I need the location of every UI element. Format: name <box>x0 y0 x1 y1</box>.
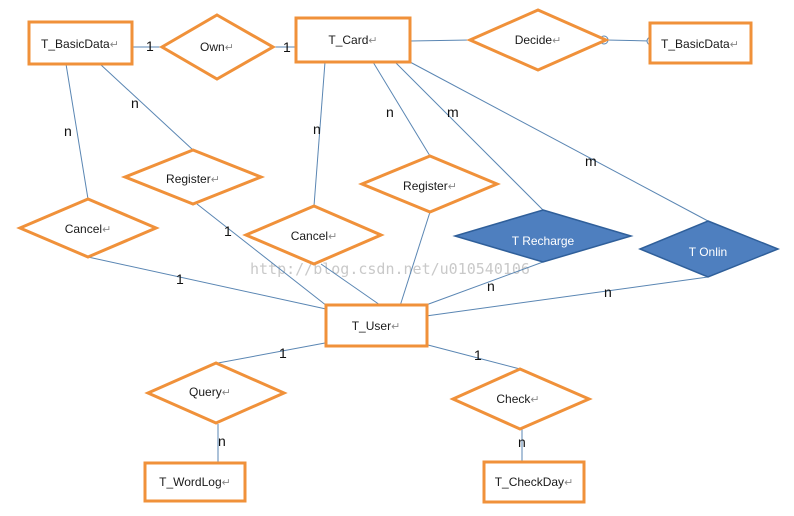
entity-user[interactable]: T_User↵ <box>324 303 429 348</box>
edge-user-query <box>217 342 326 364</box>
cardinality-card-recharge: m <box>447 104 459 120</box>
entity-label: T_Card <box>328 33 368 47</box>
relation-label: Own <box>200 40 225 54</box>
relation-query[interactable]: Query↵ <box>144 361 288 425</box>
entity-basicdata-left[interactable]: T_BasicData↵ <box>27 20 134 66</box>
relation-label: Cancel <box>291 229 328 243</box>
cardinality-check-checkday: n <box>518 434 526 450</box>
entity-label: T_BasicData <box>661 37 730 51</box>
paragraph-mark: ↵ <box>110 39 119 51</box>
cardinality-user-check: 1 <box>474 347 482 363</box>
entity-label: T_BasicData <box>41 37 110 51</box>
svg-text:T_User↵: T_User↵ <box>352 319 401 333</box>
watermark: http://blog.csdn.net/u010540106 <box>250 260 530 278</box>
entity-label: T_CheckDay <box>495 475 564 489</box>
cardinality-basic-cancel: n <box>64 123 72 139</box>
paragraph-mark: ↵ <box>564 477 573 489</box>
paragraph-mark: ↵ <box>222 387 231 399</box>
cardinality-card-cancel: n <box>313 121 321 137</box>
edge-card-cancel <box>313 61 326 207</box>
paragraph-mark: ↵ <box>368 35 377 47</box>
entity-label: T_WordLog <box>159 475 221 489</box>
relation-cancel-1[interactable]: Cancel↵ <box>16 197 160 259</box>
edge-cancel2-user <box>320 263 381 306</box>
relation-label: Cancel <box>65 222 102 236</box>
cardinality-cancel-user: 1 <box>176 271 184 287</box>
edge-card-decide <box>409 39 471 42</box>
edge-card-recharge <box>394 61 544 211</box>
cardinality-online-user: n <box>604 284 612 300</box>
relation-label: Check <box>496 392 531 406</box>
relation-recharge[interactable]: T Recharge <box>452 209 634 263</box>
paragraph-mark: ↵ <box>328 231 337 243</box>
cardinalities: 1 1 n n n n m m 1 1 n n 1 1 n n <box>64 38 612 450</box>
svg-text:Cancel↵: Cancel↵ <box>291 229 338 243</box>
paragraph-mark: ↵ <box>448 181 457 193</box>
cardinality-user-query: 1 <box>279 345 287 361</box>
edge-online-user <box>425 276 709 317</box>
svg-text:Query↵: Query↵ <box>189 385 231 399</box>
edge-user-check <box>427 344 521 370</box>
relation-online[interactable]: T Onlin <box>638 220 781 278</box>
relation-check[interactable]: Check↵ <box>449 367 593 431</box>
relation-label: Register <box>166 172 211 186</box>
edge-card-online <box>409 61 709 222</box>
edge-basicdata-cancel <box>65 63 89 200</box>
paragraph-mark: ↵ <box>225 42 234 54</box>
edge-decide-basicdata <box>605 39 651 42</box>
relation-decide[interactable]: Decide↵ <box>466 8 610 72</box>
relation-label: Register <box>403 179 448 193</box>
svg-text:T_BasicData↵: T_BasicData↵ <box>661 37 739 51</box>
relation-label: Decide <box>515 33 553 47</box>
relation-register-2[interactable]: Register↵ <box>358 154 501 214</box>
svg-text:T_Card↵: T_Card↵ <box>328 33 377 47</box>
edge-register-user <box>196 203 328 307</box>
svg-text:T_WordLog↵: T_WordLog↵ <box>159 475 231 489</box>
svg-text:Cancel↵: Cancel↵ <box>65 222 112 236</box>
paragraph-mark: ↵ <box>391 321 400 333</box>
cardinality-query-wordlog: n <box>218 433 226 449</box>
edge-register2-user <box>399 211 431 307</box>
edge-cancel-user <box>87 256 327 310</box>
cardinality-card-online: m <box>585 153 597 169</box>
entity-label: T_User <box>352 319 391 333</box>
svg-text:Decide↵: Decide↵ <box>515 33 562 47</box>
cardinality-own-right: 1 <box>283 39 291 55</box>
relation-label: T Onlin <box>689 245 727 259</box>
cardinality-card-register: n <box>386 104 394 120</box>
svg-text:Register↵: Register↵ <box>403 179 457 193</box>
cardinality-register-user: 1 <box>224 223 232 239</box>
relation-label: T Recharge <box>512 234 575 248</box>
relation-own[interactable]: Own↵ <box>159 13 277 81</box>
svg-text:Check↵: Check↵ <box>496 392 539 406</box>
cardinality-basic-register: n <box>131 95 139 111</box>
edge-basicdata-register <box>99 63 194 151</box>
paragraph-mark: ↵ <box>552 35 561 47</box>
entity-basicdata-right[interactable]: T_BasicData↵ <box>648 21 753 65</box>
connectors <box>65 39 709 463</box>
svg-text:T_BasicData↵: T_BasicData↵ <box>41 37 119 51</box>
paragraph-mark: ↵ <box>730 39 739 51</box>
edge-card-register <box>372 61 431 157</box>
paragraph-mark: ↵ <box>222 477 231 489</box>
relation-label: Query <box>189 385 222 399</box>
relation-register-1[interactable]: Register↵ <box>120 148 266 206</box>
entity-checkday[interactable]: T_CheckDay↵ <box>482 460 586 504</box>
paragraph-mark: ↵ <box>211 174 220 186</box>
cardinality-recharge-user: n <box>487 278 495 294</box>
relation-cancel-2[interactable]: Cancel↵ <box>242 204 385 266</box>
svg-text:T_CheckDay↵: T_CheckDay↵ <box>495 475 574 489</box>
entity-wordlog[interactable]: T_WordLog↵ <box>143 461 247 503</box>
svg-text:Own↵: Own↵ <box>200 40 234 54</box>
paragraph-mark: ↵ <box>102 224 111 236</box>
cardinality-own-left: 1 <box>146 38 154 54</box>
paragraph-mark: ↵ <box>530 394 539 406</box>
entity-card[interactable]: T_Card↵ <box>294 16 412 64</box>
svg-text:Register↵: Register↵ <box>166 172 220 186</box>
edge-recharge-user <box>425 261 544 306</box>
